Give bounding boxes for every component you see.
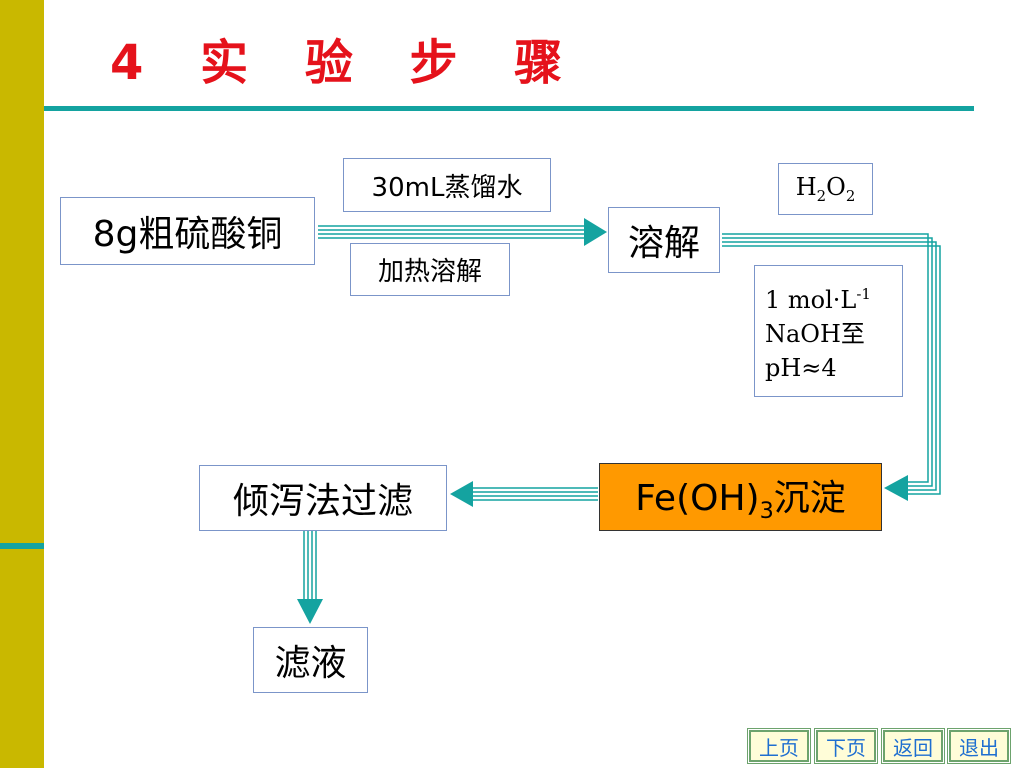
title-divider	[44, 106, 974, 111]
arrow-to-precipitate	[722, 233, 941, 495]
exit-button[interactable]: 退出	[947, 728, 1011, 764]
arrow-to-filtrate	[303, 530, 317, 600]
filtrate-label: 滤液	[274, 643, 347, 684]
arrow-to-filtration	[472, 487, 598, 501]
naoh-reagent: NaOH至	[765, 320, 865, 348]
precipitate-label: Fe(OH)3沉淀	[635, 478, 846, 525]
peroxide-box: H2O2	[778, 163, 873, 215]
naoh-concentration: 1 mol·L-1	[765, 285, 871, 314]
left-accent-stripe	[0, 543, 44, 549]
filtrate-box: 滤液	[253, 627, 368, 693]
arrowhead-to-filtrate	[297, 599, 323, 624]
dissolve-label: 溶解	[627, 223, 700, 264]
left-accent-bar	[0, 0, 44, 768]
precipitate-box: Fe(OH)3沉淀	[599, 463, 882, 531]
arrowhead-to-precipitate	[884, 475, 908, 501]
arrowhead-to-filtration	[450, 481, 473, 507]
naoh-ph-target: pH≈4	[765, 354, 837, 382]
next-page-button[interactable]: 下页	[814, 728, 878, 764]
filtration-label: 倾泻法过滤	[232, 481, 413, 522]
dissolve-box: 溶解	[608, 207, 720, 273]
slide-title: 4 实 验 步 骤	[110, 35, 583, 91]
arrowhead-to-dissolve	[584, 218, 607, 246]
raw-material-label: 8g粗硫酸铜	[92, 214, 283, 255]
peroxide-formula: H2O2	[795, 173, 856, 205]
raw-material-box: 8g粗硫酸铜	[60, 197, 315, 265]
heating-box: 加热溶解	[350, 243, 510, 296]
water-label: 30mL蒸馏水	[371, 172, 523, 203]
water-box: 30mL蒸馏水	[343, 158, 551, 212]
prev-page-button[interactable]: 上页	[747, 728, 811, 764]
heating-label: 加热溶解	[377, 257, 482, 287]
filtration-box: 倾泻法过滤	[199, 465, 447, 531]
naoh-box: 1 mol·L-1 NaOH至 pH≈4	[754, 265, 903, 397]
arrow-to-dissolve	[318, 225, 585, 239]
back-button[interactable]: 返回	[881, 728, 945, 764]
